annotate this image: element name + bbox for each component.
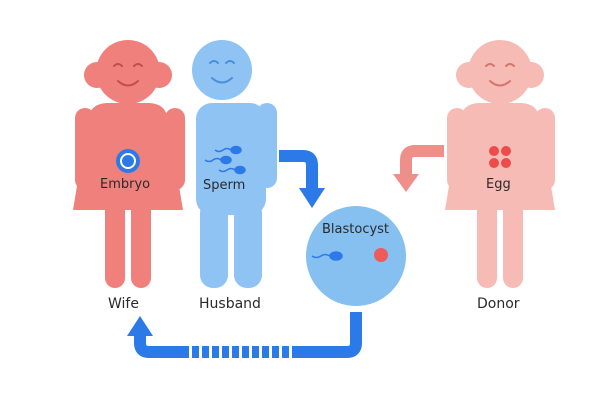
arrow-husband-to-blastocyst	[279, 150, 325, 208]
wife-right-leg	[131, 200, 151, 288]
husband-head	[192, 40, 252, 100]
blastocyst-sperm-icon	[311, 251, 343, 261]
donor-dress	[445, 103, 555, 210]
wife-head	[96, 40, 160, 104]
donor-right-arm	[535, 108, 555, 190]
donor-right-leg	[503, 200, 523, 288]
donor-caption: Donor	[477, 296, 520, 312]
wife-right-arm	[165, 108, 185, 190]
embryo-label: Embryo	[100, 177, 151, 192]
arrow-blastocyst-to-wife	[127, 312, 362, 359]
wife-caption: Wife	[108, 296, 139, 312]
husband-face	[209, 60, 235, 84]
embryo-icon	[116, 149, 140, 173]
blastocyst-label: Blastocyst	[322, 222, 390, 237]
sperm-label: Sperm	[203, 178, 246, 193]
egg-label: Egg	[486, 177, 511, 192]
donor-face	[485, 63, 515, 87]
husband-caption: Husband	[199, 296, 261, 312]
donor-left-leg	[477, 200, 497, 288]
blastocyst-circle	[306, 206, 406, 306]
sperm-cells	[204, 145, 246, 175]
blastocyst-egg-icon	[374, 248, 388, 262]
wife-left-arm	[75, 108, 95, 190]
wife-left-leg	[105, 200, 125, 288]
husband-left-leg	[200, 200, 228, 288]
husband-figure	[192, 40, 277, 288]
wife-face	[113, 63, 143, 87]
donor-head	[468, 40, 532, 104]
husband-right-arm	[257, 103, 277, 188]
donor-figure	[445, 40, 555, 288]
husband-right-leg	[234, 200, 262, 288]
donor-left-arm	[447, 108, 467, 190]
egg-icon	[489, 146, 511, 168]
arrow-dash-segments	[189, 345, 292, 359]
arrow-donor-to-blastocyst	[393, 145, 444, 192]
